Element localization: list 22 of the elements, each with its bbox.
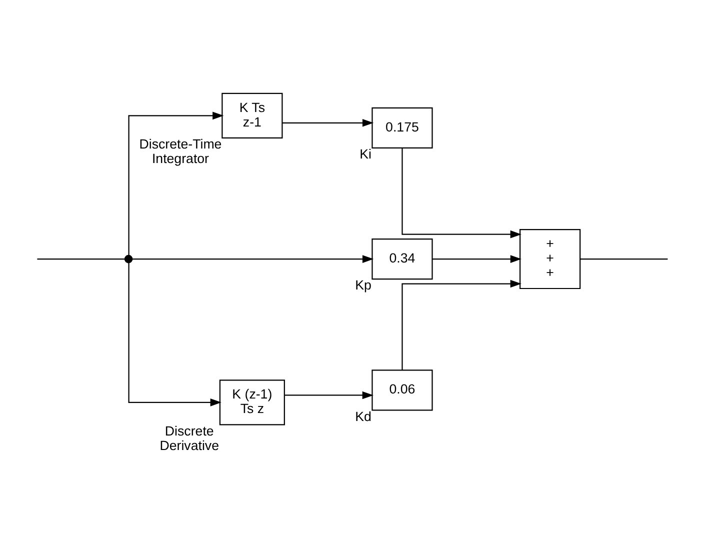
arrow: [432, 255, 522, 263]
node-circle: [124, 254, 133, 264]
node-box: K (z-1) Ts z: [219, 380, 285, 426]
node-box: 0.06: [372, 370, 433, 411]
arrow: [128, 112, 224, 256]
node-box: K Ts z-1: [222, 92, 283, 138]
node-label: Kp: [355, 278, 372, 293]
node-box: + + +: [519, 229, 581, 290]
arrow: [282, 119, 374, 127]
node-label: Kd: [355, 408, 372, 424]
arrow: [128, 262, 222, 406]
arrow: [284, 391, 374, 400]
node-label: Discrete-Time Integrator: [139, 136, 222, 166]
arrow: [132, 255, 374, 263]
node-box: 0.175: [372, 107, 433, 148]
arrow: [402, 280, 522, 370]
arrow: [402, 148, 522, 238]
node-box: 0.34: [372, 238, 433, 280]
connector: [37, 258, 125, 260]
node-label: Ki: [360, 146, 372, 162]
node-label: Discrete Derivative: [160, 423, 220, 453]
connector: [580, 258, 668, 260]
